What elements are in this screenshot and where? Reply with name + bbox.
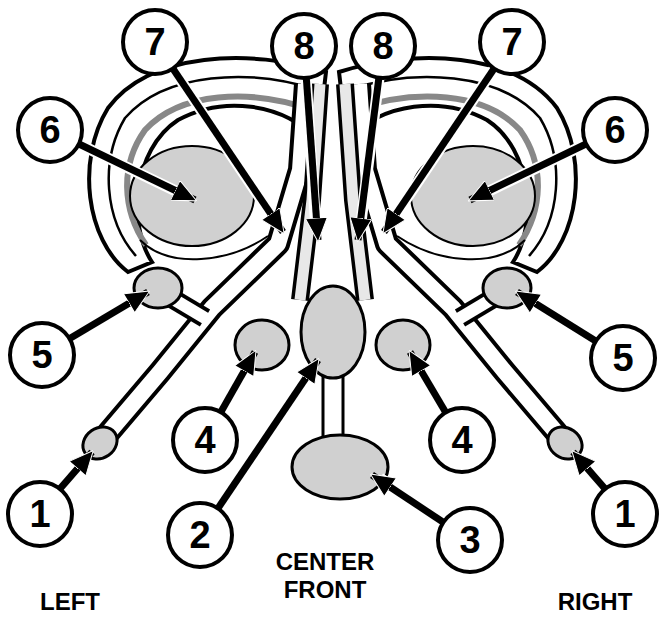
callout-number: 7 xyxy=(501,23,522,61)
callout-holder: 7 xyxy=(120,7,190,77)
circle-shape xyxy=(10,323,74,387)
callout-circle: 8 xyxy=(269,11,339,81)
callout-number: 1 xyxy=(29,495,50,533)
callout-number: 4 xyxy=(451,421,472,459)
circle-shape xyxy=(430,408,494,472)
callout-holder: 2 xyxy=(165,500,235,570)
callout-circle: 6 xyxy=(580,95,650,165)
callout-circle: 2 xyxy=(165,500,235,570)
circle-shape xyxy=(272,14,336,78)
callout-number: 7 xyxy=(144,23,165,61)
side-label: RIGHT xyxy=(535,588,655,616)
callout-holder: 1 xyxy=(5,479,75,549)
callout-circle: 6 xyxy=(15,95,85,165)
circle-shape xyxy=(438,508,502,572)
callout-holder: 5 xyxy=(588,323,658,393)
circle-shape xyxy=(173,408,237,472)
side-label: CENTER FRONT xyxy=(250,548,400,604)
callout-circle: 7 xyxy=(120,7,190,77)
callout-holder: 4 xyxy=(170,405,240,475)
callout-circle: 1 xyxy=(5,479,75,549)
callout-holder: 8 xyxy=(348,11,418,81)
callout-holder: 7 xyxy=(477,7,547,77)
callout-number: 5 xyxy=(612,339,633,377)
circle-shape xyxy=(123,10,187,74)
callout-number: 3 xyxy=(459,521,480,559)
callout-circle: 1 xyxy=(590,479,660,549)
callout-holder: 8 xyxy=(269,11,339,81)
callout-number: 6 xyxy=(39,111,60,149)
callout-circle: 7 xyxy=(477,7,547,77)
callout-holder: 4 xyxy=(427,405,497,475)
callout-holder: 6 xyxy=(15,95,85,165)
callout-holder: 6 xyxy=(580,95,650,165)
callout-circle: 5 xyxy=(588,323,658,393)
callout-circle: 5 xyxy=(7,320,77,390)
callout-number: 2 xyxy=(189,516,210,554)
circle-shape xyxy=(18,98,82,162)
circle-shape xyxy=(351,14,415,78)
callout-circle: 3 xyxy=(435,505,505,575)
callout-number: 8 xyxy=(293,27,314,65)
callout-number: 6 xyxy=(604,111,625,149)
callout-number: 4 xyxy=(194,421,215,459)
circle-shape xyxy=(8,482,72,546)
callout-holder: 3 xyxy=(435,505,505,575)
callout-circle: 4 xyxy=(170,405,240,475)
callout-holder: 5 xyxy=(7,320,77,390)
callout-number: 1 xyxy=(614,495,635,533)
callout-circle: 8 xyxy=(348,11,418,81)
callout-number: 5 xyxy=(31,336,52,374)
circle-shape xyxy=(593,482,657,546)
circle-shape xyxy=(591,326,655,390)
callout-circle: 4 xyxy=(427,405,497,475)
circle-shape xyxy=(480,10,544,74)
circle-shape xyxy=(168,503,232,567)
side-label: LEFT xyxy=(10,588,130,616)
circle-shape xyxy=(583,98,647,162)
callout-number: 8 xyxy=(372,27,393,65)
callout-holder: 1 xyxy=(590,479,660,549)
